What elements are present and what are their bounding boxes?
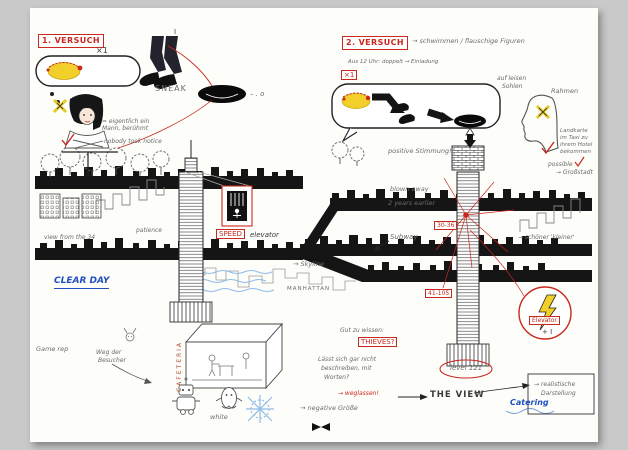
soles-note-2: Sohlen (502, 83, 523, 90)
manhattan-label: MANHATTAN (287, 286, 331, 292)
describe-note-3: Worten? (324, 374, 350, 381)
maze-left-drawing (95, 179, 165, 214)
rahmen-note: Rahmen (551, 87, 579, 95)
yellow-pool-icon (341, 93, 371, 109)
floor-hole-icon (198, 85, 246, 103)
yellow-x-icon (52, 98, 68, 114)
sneaking-legs-drawing (117, 36, 246, 149)
floors-chip-b: 41-105 (425, 289, 453, 299)
city-note: → Großstadt (556, 169, 593, 176)
attempt1-pill-drawing (35, 55, 141, 104)
thieves-chip: THIEVES? (358, 337, 398, 348)
trees-drawing (40, 141, 365, 177)
cafeteria-label: CAFETERIA (176, 340, 183, 392)
map-note-2: im Taxi zu (560, 135, 588, 141)
ghost-figure-drawing (215, 387, 243, 409)
red-check-icon (541, 141, 555, 155)
clear-day-label: CLEAR DAY (54, 276, 110, 289)
soles-note-1: auf leisen (497, 75, 527, 82)
know-note: Gut zu wissen: (340, 327, 384, 334)
red-check-icon (61, 133, 75, 147)
head-profile-drawing (521, 94, 585, 168)
map-note-3: ihrem Hotel (560, 142, 593, 148)
cafeteria-drawing (184, 322, 284, 390)
woman-drawing (52, 94, 118, 176)
blown-note: blown away (390, 185, 429, 193)
delta-mark (465, 127, 475, 136)
timing-note: Aus 12 Uhr: doppelt → Einladung (348, 59, 439, 65)
the-view-title: THE VIEW (430, 390, 485, 400)
white-note: white (210, 413, 228, 421)
sock-icon (392, 103, 409, 113)
nicer-note: → schöner 'kleiner' (518, 234, 575, 241)
buildings-left-drawing (39, 193, 102, 219)
path-note-2: Besucher (98, 357, 126, 364)
bowtie-icon (312, 423, 321, 431)
elevator-word: elevator (250, 231, 279, 239)
notice-note: nobody took notice (104, 138, 162, 145)
view-from-note: view from the 34 (44, 234, 96, 241)
robot-drawing (172, 377, 200, 415)
subway-label: Subway (390, 233, 418, 241)
realistic-note-1: → realistische (534, 381, 576, 388)
hole-note: – . o (250, 90, 265, 98)
floors-chip-a: 30-36 (434, 221, 458, 231)
floor-hole-icon (454, 114, 486, 128)
map-note-4: bekommen (560, 149, 592, 155)
describe-note-2: beschreiben, mit (321, 365, 372, 372)
elevator-chip: Elevator (529, 316, 560, 326)
path-note-1: Weg der (96, 349, 122, 356)
speed-chip: SPEED (216, 229, 245, 240)
years-note: 2 years earlier (388, 199, 436, 207)
attempt2-multiplier-chip: ×1 (341, 70, 358, 81)
attempt2-badge: 2. VERSUCH (342, 36, 409, 50)
attempt1-badge: 1. VERSUCH (38, 34, 105, 48)
plus-note: + I (542, 328, 553, 336)
attempt2-heading-note: → schwimmen / flauschige Figuren (412, 37, 525, 45)
red-web-drawing (435, 177, 525, 297)
snowflake-scribble (246, 395, 274, 423)
negative-note: → negative Größe (300, 404, 358, 412)
omit-note: → weglassen! (338, 390, 379, 397)
realistic-note-2: Darstellung (541, 390, 576, 397)
misc-marks-drawing (111, 240, 595, 431)
deer-face-icon (123, 327, 137, 342)
sock-icon (398, 114, 415, 124)
game-rep-note: Game rep (36, 345, 69, 353)
level-circle-mark (439, 359, 493, 379)
red-check-icon (574, 156, 585, 168)
level-note: level 121 (450, 364, 483, 372)
possible-note: possible (548, 161, 573, 168)
speed-elevator-drawing (184, 171, 253, 227)
map-note-1: Landkarte (560, 128, 588, 134)
yellow-x-icon (535, 104, 551, 120)
attempt1-multiplier: ×1 (96, 46, 108, 55)
describe-note-1: Lässt sich gar nicht (318, 356, 377, 363)
blue-squiggle (505, 408, 555, 414)
sock-icon (153, 74, 177, 89)
catering-note: Catering (510, 398, 549, 407)
leg-mark: I (174, 28, 177, 36)
sneak-label: SNEAK (155, 84, 187, 93)
maze-right-drawing (519, 198, 581, 232)
tower-left-drawing (169, 140, 213, 323)
skyline-note: → Skyline (293, 260, 324, 268)
patience-note: patience (136, 227, 162, 234)
persona-note: = eigentlich ein Mann, berühmt (102, 118, 150, 133)
attempt2-pill-drawing (331, 83, 501, 148)
realistic-box-drawing (527, 373, 595, 415)
tower-right-drawing (446, 136, 490, 367)
bowtie-icon (321, 423, 330, 431)
mood-note: positive Stimmung! (388, 147, 452, 155)
